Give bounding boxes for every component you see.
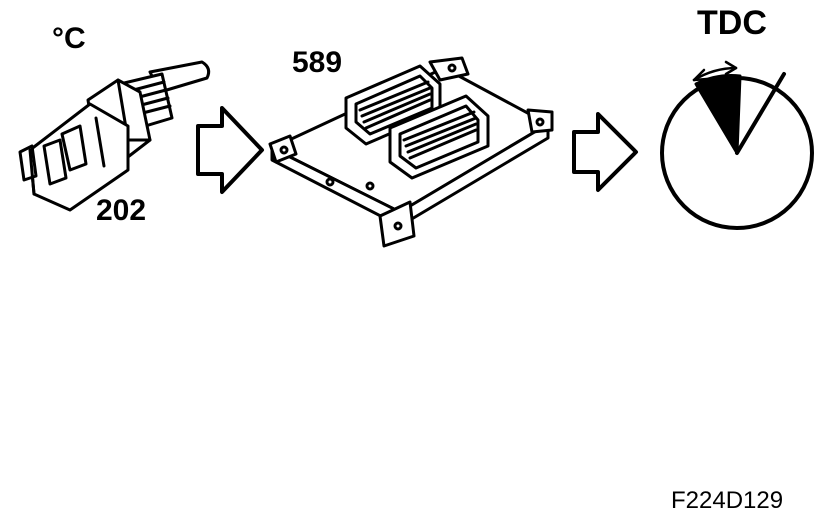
- tdc-label: TDC: [697, 4, 767, 42]
- figure-code-label: F224D129: [671, 487, 784, 514]
- flow-arrow-1: [196, 106, 264, 194]
- temperature-sensor: [18, 60, 211, 212]
- tdc-timing-dial: [660, 60, 814, 230]
- flow-arrow-2: [572, 112, 638, 192]
- temperature-unit-label: °C: [52, 22, 86, 55]
- sensor-code-label: 202: [96, 194, 147, 227]
- ecu-code-label: 589: [292, 46, 343, 79]
- engine-control-unit: [268, 56, 554, 248]
